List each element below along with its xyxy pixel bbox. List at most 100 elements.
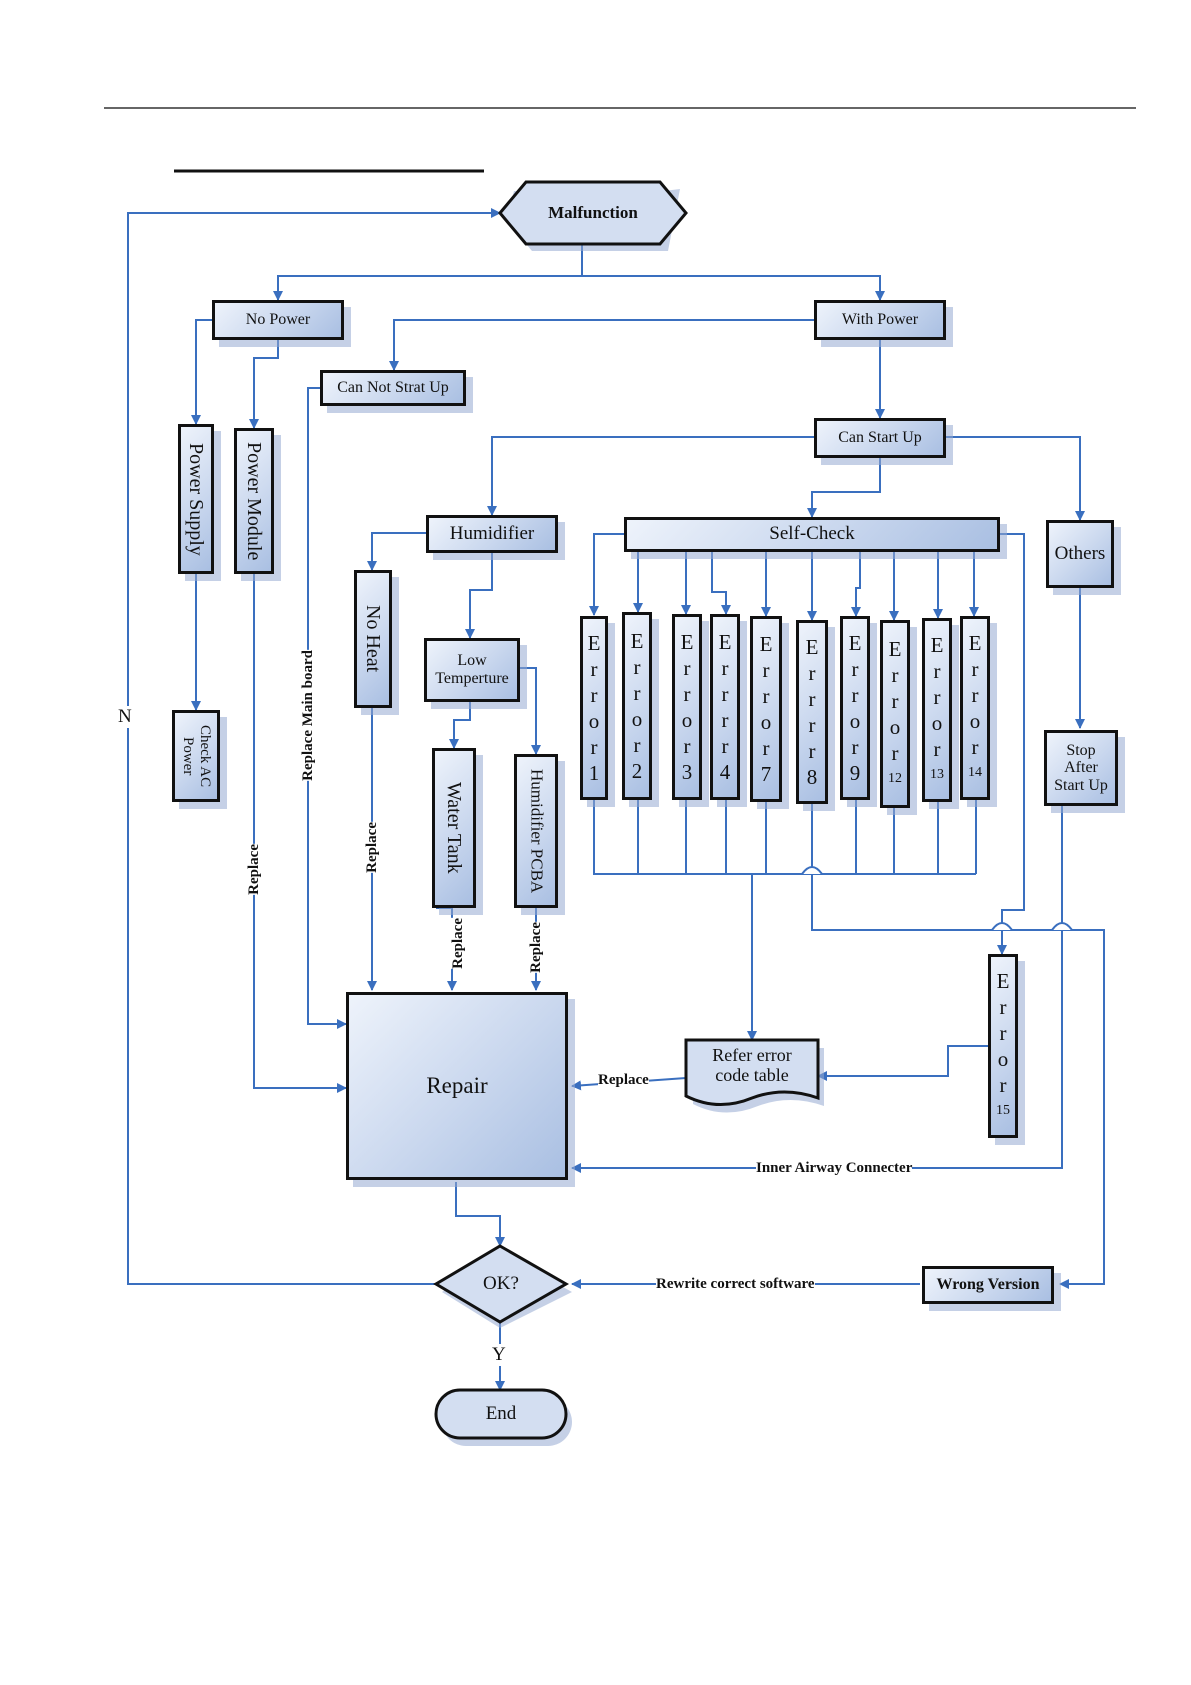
can-not-start-up-label: Can Not Strat Up (337, 379, 449, 397)
edge-nopower-powermodule (249, 340, 279, 429)
error-letter: r (999, 1073, 1007, 1097)
error-2-number: 2 (631, 759, 643, 783)
low-temperature-label: Low Temperture (435, 652, 509, 687)
edge-sc-e15 (997, 533, 1025, 955)
error-letter: r (933, 659, 941, 683)
error-letter: r (762, 736, 770, 760)
no-heat-label: No Heat (362, 605, 384, 673)
edge-canstart-others (946, 436, 1085, 521)
error-letter: r (851, 735, 859, 759)
error-letter: r (683, 656, 691, 680)
error-14-number: 14 (968, 765, 982, 780)
replace-label-water-tank: Replace (450, 918, 467, 969)
edge-withpower-cannotstart (389, 319, 814, 371)
humidifier-pcba-node: Humidifier PCBA (514, 754, 558, 908)
error-letter: o (997, 1047, 1009, 1071)
edge-sc-e1 (589, 533, 624, 616)
edge-sc-e9 (851, 552, 861, 617)
error-letter: o (931, 711, 943, 735)
check-ac-power-node: Check AC Power (172, 710, 220, 802)
can-start-up-node: Can Start Up (814, 418, 946, 458)
edge-e15-refer (817, 1045, 988, 1081)
edge-ok-no (127, 208, 501, 1285)
power-supply-label: Power Supply (185, 442, 207, 556)
replace-label-pcba: Replace (528, 922, 545, 973)
error-7-number: 7 (760, 762, 772, 786)
end-label: End (485, 1402, 517, 1424)
edge-sc-e4 (711, 552, 731, 615)
error-letter: r (633, 681, 641, 705)
error-letter: r (971, 657, 979, 681)
can-not-start-up-node: Can Not Strat Up (320, 370, 466, 406)
edge-humidifier-noheat (367, 532, 426, 571)
refer-error-code-table-label: Refer error code table (712, 1045, 792, 1085)
low-temperature-node: Low Temperture (424, 638, 520, 702)
can-start-up-label: Can Start Up (838, 429, 922, 447)
error-letter: r (999, 995, 1007, 1019)
error-letter: r (891, 663, 899, 687)
edge-humidifier-lowtemp (465, 553, 493, 639)
replace-label-refer: Replace (598, 1072, 649, 1089)
edge-e8-wrongversion (811, 804, 1105, 1289)
line-hop (801, 866, 823, 875)
error-letter: r (851, 657, 859, 681)
error-letter: r (891, 741, 899, 765)
error-8-number: 8 (806, 765, 818, 789)
error-letter: r (683, 682, 691, 706)
error-letter: r (721, 708, 729, 732)
error-letter: r (933, 737, 941, 761)
error-letter: r (808, 739, 816, 763)
with-power-label: With Power (841, 311, 919, 329)
edge-canstart-humidifier (487, 436, 814, 516)
replace-main-board-label: Replace Main board (300, 650, 317, 781)
error-letter: r (808, 661, 816, 685)
error-letter: o (631, 707, 643, 731)
error-1-number: 1 (588, 761, 600, 785)
end-shape (434, 1388, 568, 1440)
replace-label-power-module: Replace (246, 844, 263, 895)
error-letter: r (808, 713, 816, 737)
error-letter: r (721, 656, 729, 680)
stop-after-start-up-label: Stop After Start Up (1054, 741, 1108, 794)
error-12-number: 12 (888, 771, 902, 786)
check-ac-power-label: Check AC Power (180, 724, 213, 788)
line-hop (991, 922, 1013, 931)
humidifier-node: Humidifier (426, 515, 558, 553)
error-letter: E (848, 631, 862, 655)
no-power-node: No Power (212, 300, 344, 340)
malfunction-node: Malfunction (500, 182, 686, 244)
humidifier-label: Humidifier (449, 522, 535, 544)
error-letter: E (996, 969, 1010, 993)
malfunction-shape (498, 180, 688, 246)
ok-label: OK? (483, 1272, 519, 1294)
water-tank-node: Water Tank (432, 748, 476, 908)
line-hop (1051, 922, 1073, 931)
self-check-node: Self-Check (624, 517, 1000, 552)
error-3-number: 3 (681, 760, 693, 784)
refer-error-code-table-node: Refer error code table (686, 1040, 818, 1092)
ok-shape (433, 1244, 570, 1324)
error-letter: o (889, 715, 901, 739)
error-letter: r (762, 684, 770, 708)
wrong-version-node: Wrong Version (922, 1266, 1054, 1304)
repair-label: Repair (426, 1073, 488, 1099)
error-letter: o (969, 709, 981, 733)
error-letter: o (681, 708, 693, 732)
error-bus (593, 800, 976, 875)
error-9-number: 9 (849, 761, 861, 785)
error-letter: E (759, 632, 773, 656)
error-letter: r (971, 735, 979, 759)
power-module-label: Power Module (243, 441, 265, 561)
edge-powermodule-repair (253, 574, 347, 1093)
